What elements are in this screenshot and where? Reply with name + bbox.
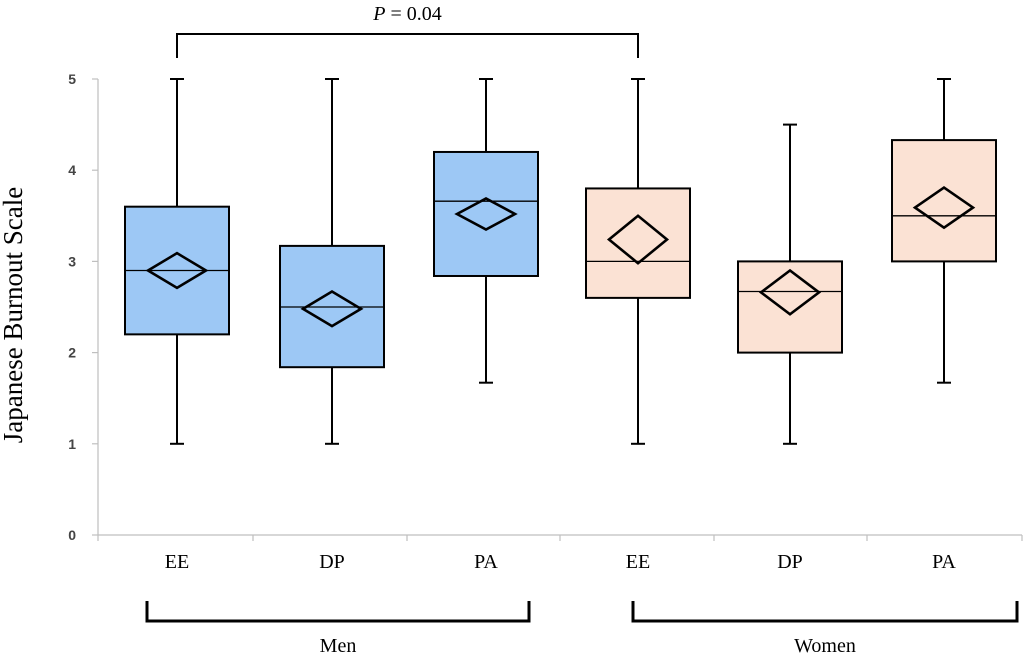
mean-diamond [145,251,209,290]
box-women-ee [585,78,691,445]
y-tick-labels: 0 1 2 3 4 5 [68,71,98,543]
iqr-box [891,139,997,263]
x-axis-ticks [97,535,1023,541]
y-tick-label: 5 [68,71,76,87]
group-brackets: Men Women [145,601,1019,657]
significance-bracket [176,33,639,58]
y-tick-label: 2 [68,345,76,361]
category-label: PA [474,551,498,573]
axes [97,79,1022,536]
significance-annotation: P = 0.04 [176,3,639,58]
y-axis-label: Japanese Burnout Scale [0,187,28,443]
group-label-women: Women [794,635,856,657]
p-value-text: = 0.04 [385,3,441,25]
category-label: EE [165,551,189,573]
y-tick-label: 4 [68,162,76,178]
iqr-box [585,187,691,299]
mean-diamond [300,289,364,328]
p-value-label: P = 0.04 [372,3,442,25]
mean-diamond [454,196,518,231]
box-men-pa [433,78,539,384]
group-bracket-women [631,601,1019,623]
boxes [124,78,997,445]
iqr-box [433,150,539,277]
p-symbol: P [372,3,385,25]
mean-diamond [912,185,976,230]
mean-diamond [606,214,670,265]
box-men-ee [124,78,230,445]
y-tick-label: 1 [68,436,76,452]
category-label: EE [626,551,650,573]
category-labels: EE DP PA EE DP PA [165,551,957,573]
box-men-dp [279,78,385,445]
iqr-box [737,260,843,354]
category-label: PA [932,551,956,573]
y-tick-label: 0 [68,527,76,543]
box-women-dp [737,123,843,445]
category-label: DP [777,551,803,573]
mean-diamond [758,268,822,316]
group-bracket-men [145,601,531,623]
box-women-pa [891,78,997,384]
y-tick-label: 3 [68,253,76,269]
category-label: DP [319,551,345,573]
group-label-men: Men [320,635,357,657]
